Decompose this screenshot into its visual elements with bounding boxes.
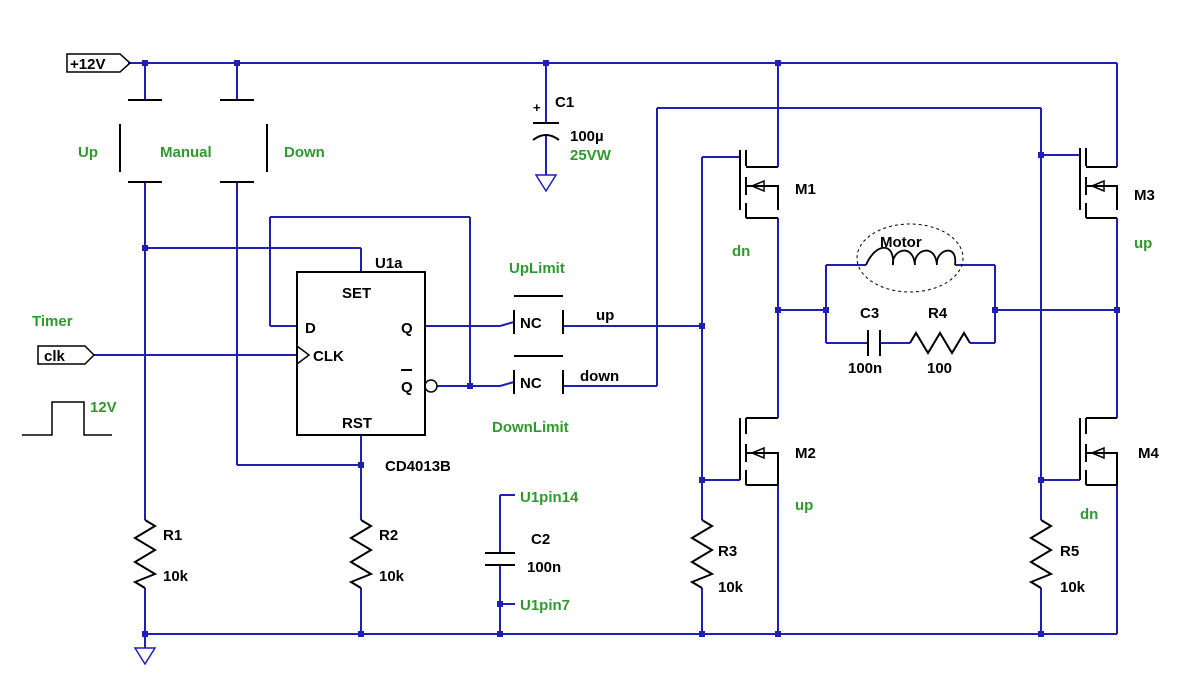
- r1-value: 10k: [163, 568, 189, 585]
- r5-name: R5: [1060, 543, 1079, 560]
- capacitor-c2: C2 100n U1pin14 U1pin7: [485, 489, 579, 614]
- resistor-r5: R5 10k: [1028, 519, 1086, 596]
- motor-label: Motor: [880, 234, 922, 251]
- clk-port: clk: [37, 345, 96, 365]
- c2-pin-top: U1pin14: [520, 489, 579, 506]
- m2-name: M2: [795, 445, 816, 462]
- capacitor-c3: C3 100n: [848, 305, 882, 377]
- clock-pulse-icon: [22, 401, 112, 436]
- mosfet-m4: M4 dn: [1079, 417, 1159, 523]
- resistor-r2: R2 10k: [348, 519, 405, 589]
- m2-dir: up: [795, 497, 813, 514]
- vcc-port-label: +12V: [70, 56, 105, 73]
- net-down-label: down: [580, 368, 619, 385]
- switch-down: [220, 99, 268, 183]
- capacitor-c1: + C1 100µ 25VW: [532, 94, 612, 164]
- switch-uplimit: NC: [513, 295, 564, 334]
- ff-d-pin: D: [305, 320, 316, 337]
- clk-port-label: clk: [44, 348, 66, 365]
- svg-text:+: +: [533, 100, 541, 115]
- resistor-r4: R4 100: [909, 305, 971, 377]
- m3-dir: up: [1134, 235, 1152, 252]
- m4-dir: dn: [1080, 506, 1098, 523]
- qbar-bubble: [424, 379, 438, 393]
- r3-value: 10k: [718, 579, 744, 596]
- switch-downlimit: NC: [513, 355, 564, 394]
- c2-name: C2: [531, 531, 550, 548]
- ff-set-pin: SET: [342, 285, 371, 302]
- c2-pin-bottom: U1pin7: [520, 597, 570, 614]
- m1-dir: dn: [732, 243, 750, 260]
- m3-name: M3: [1134, 187, 1155, 204]
- downlimit-label: DownLimit: [492, 419, 569, 436]
- r2-value: 10k: [379, 568, 405, 585]
- switch-manual-label: Manual: [160, 144, 212, 161]
- ff-q-pin: Q: [401, 320, 413, 337]
- mosfet-m3: M3 up: [1079, 148, 1155, 252]
- uplimit-label: UpLimit: [509, 260, 565, 277]
- pulse-level-label: 12V: [90, 399, 117, 416]
- ff-part: CD4013B: [385, 458, 451, 475]
- wiring: [94, 62, 1118, 648]
- r4-value: 100: [927, 360, 952, 377]
- clock-input-triangle: [296, 345, 311, 365]
- switch-down-label: Down: [284, 144, 325, 161]
- ground-symbol-c1: [534, 174, 558, 193]
- resistor-r1: R1 10k: [132, 519, 189, 589]
- switch-up: [119, 99, 162, 183]
- ff-rst-pin: RST: [342, 415, 372, 432]
- downlimit-nc-label: NC: [520, 375, 542, 392]
- mosfet-m1: M1 dn: [732, 150, 816, 260]
- ground-symbol-bottom: [133, 647, 157, 666]
- c1-name: C1: [555, 94, 574, 111]
- r4-name: R4: [928, 305, 948, 322]
- c1-value: 100µ: [570, 128, 604, 145]
- vcc-port: +12V: [66, 53, 132, 73]
- r5-value: 10k: [1060, 579, 1086, 596]
- c3-name: C3: [860, 305, 879, 322]
- r1-name: R1: [163, 527, 182, 544]
- c3-value: 100n: [848, 360, 882, 377]
- net-up-label: up: [596, 307, 614, 324]
- motor-coil-icon: [865, 247, 956, 266]
- ff-clk-pin: CLK: [313, 348, 344, 365]
- r2-name: R2: [379, 527, 398, 544]
- switch-up-label: Up: [78, 144, 98, 161]
- junction-dots: [142, 60, 1120, 637]
- m4-name: M4: [1138, 445, 1159, 462]
- flipflop-u1a: SET RST D Q Q CLK U1a CD4013B: [296, 255, 451, 475]
- motor: Motor: [856, 223, 964, 293]
- ff-name: U1a: [375, 255, 403, 272]
- timer-label: Timer: [32, 313, 73, 330]
- r3-name: R3: [718, 543, 737, 560]
- mosfet-m2: M2 up: [739, 417, 816, 514]
- ff-qbar-pin: Q: [401, 379, 413, 396]
- c1-rating: 25VW: [570, 147, 612, 164]
- resistor-r3: R3 10k: [689, 519, 744, 596]
- c2-value: 100n: [527, 559, 561, 576]
- m1-name: M1: [795, 181, 816, 198]
- uplimit-nc-label: NC: [520, 315, 542, 332]
